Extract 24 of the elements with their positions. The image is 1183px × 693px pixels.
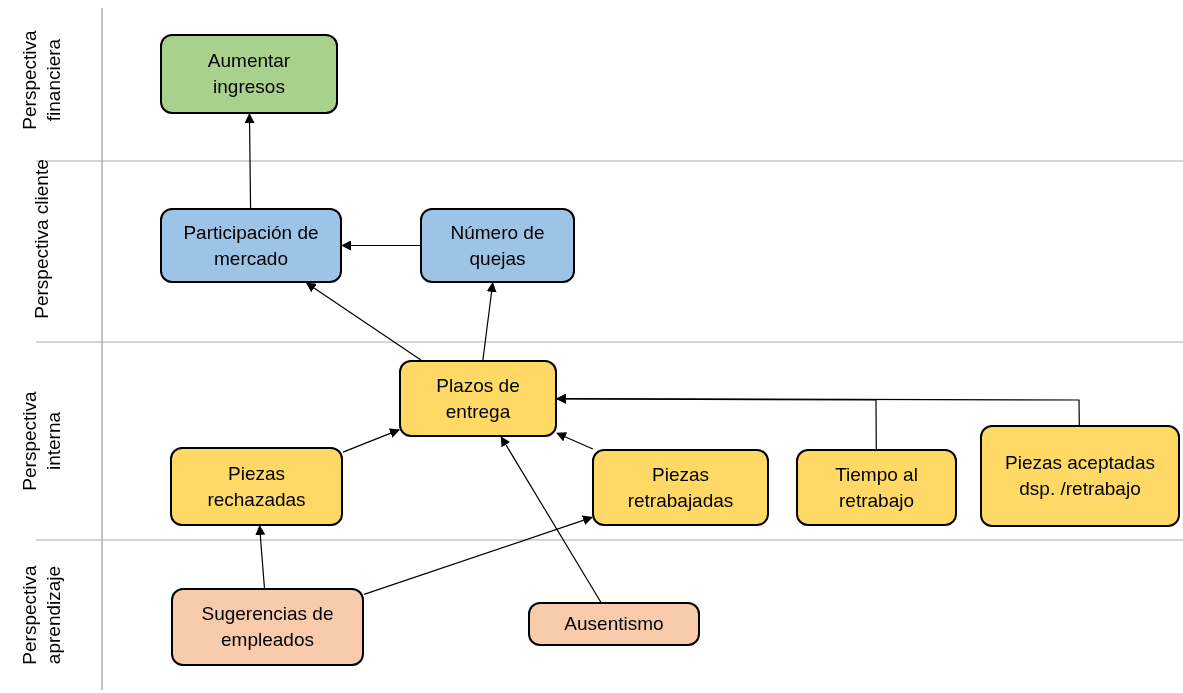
lane-label: Perspectiva cliente xyxy=(30,159,53,319)
process-box: Tiempo al retrabajo xyxy=(796,449,957,526)
process-box: Piezas aceptadas dsp. /retrabajo xyxy=(980,425,1180,527)
arrow xyxy=(556,393,1080,426)
lane-label: Perspectiva financiera xyxy=(18,29,65,132)
arrow xyxy=(244,113,255,209)
arrow xyxy=(556,432,594,450)
lane-label: Perspectiva interna xyxy=(18,390,65,493)
arrow xyxy=(500,436,602,603)
arrow xyxy=(482,282,497,361)
process-box: Aumentar ingresos xyxy=(160,34,338,114)
lane-label: Perspectiva aprendizaje xyxy=(18,564,65,667)
arrow xyxy=(363,515,593,595)
process-box: Piezas retrabajadas xyxy=(592,449,769,526)
process-box: Plazos de entrega xyxy=(399,360,557,437)
process-box: Número de quejas xyxy=(420,208,575,283)
process-box: Ausentismo xyxy=(528,602,700,646)
arrow xyxy=(342,428,400,453)
arrow xyxy=(341,240,421,251)
arrow xyxy=(305,282,422,361)
process-box: Sugerencias de empleados xyxy=(171,588,364,666)
process-box: Piezas rechazadas xyxy=(170,447,343,526)
arrow xyxy=(255,525,266,589)
process-box: Participación de mercado xyxy=(160,208,342,283)
